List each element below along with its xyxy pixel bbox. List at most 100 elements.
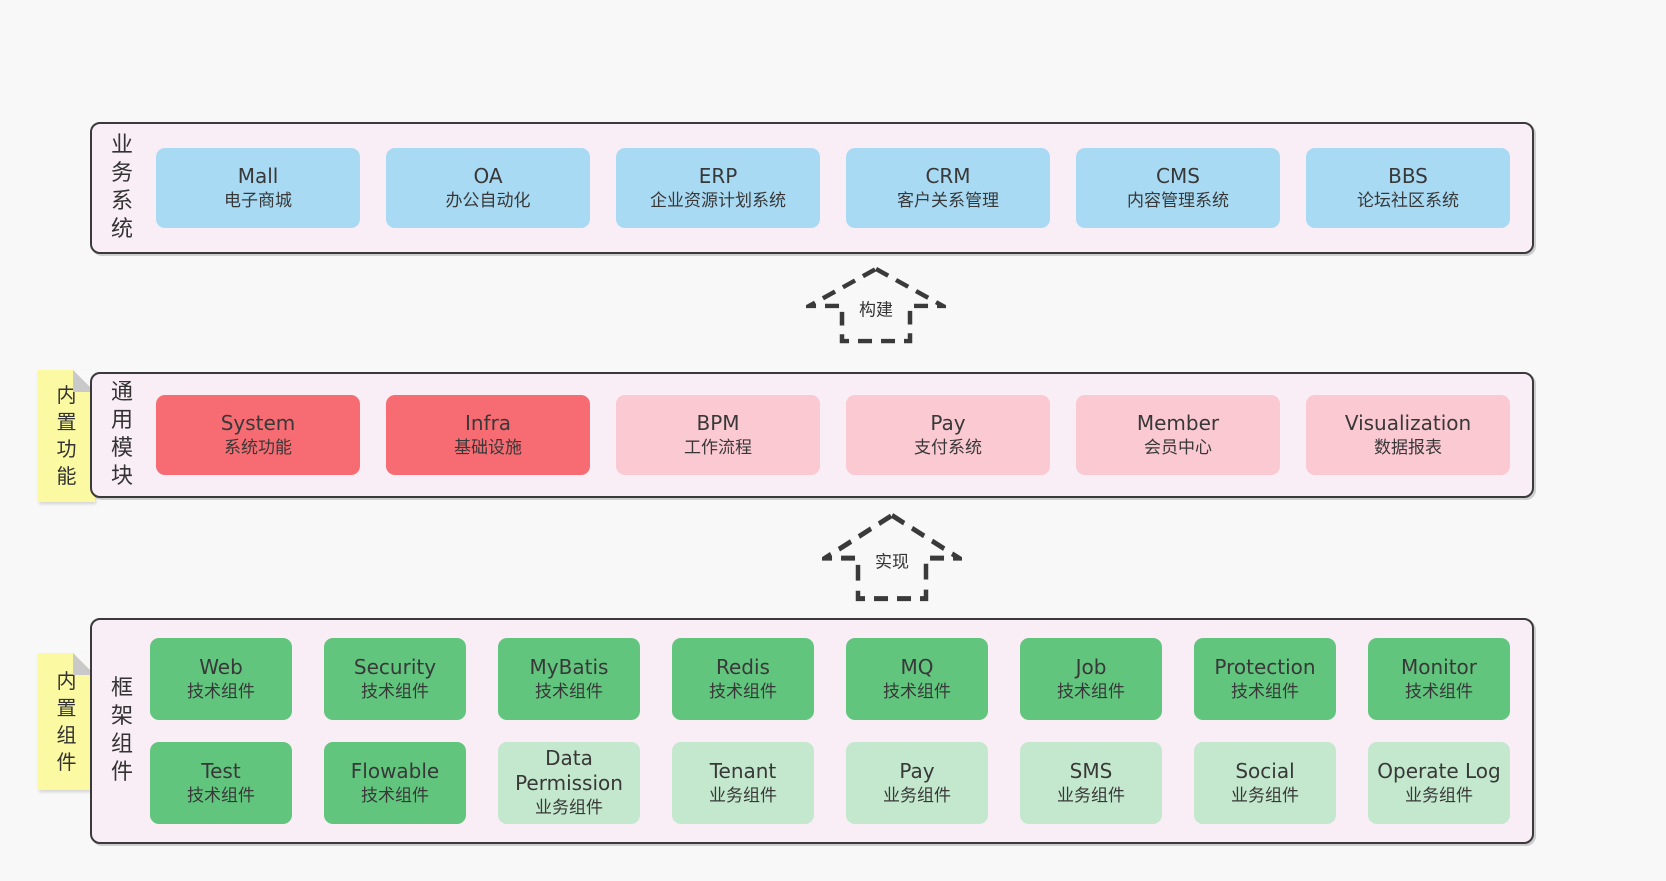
module-name: Test [201, 758, 241, 783]
module-desc: 业务组件 [883, 785, 951, 806]
module-name: Monitor [1400, 654, 1478, 679]
module-desc: 数据报表 [1374, 437, 1442, 458]
module-desc: 技术组件 [187, 785, 255, 806]
module-name: Flowable [350, 758, 440, 783]
module-name: Operate Log [1377, 758, 1501, 783]
module-name: OA [473, 163, 503, 188]
build-arrow: 构建 [806, 266, 946, 344]
module-desc: 技术组件 [187, 681, 255, 702]
module-desc: 技术组件 [883, 681, 951, 702]
module-desc: 论坛社区系统 [1357, 190, 1459, 211]
module-name: Member [1136, 410, 1220, 435]
module-name: CMS [1156, 163, 1200, 188]
module-desc: 内容管理系统 [1127, 190, 1229, 211]
section-label-business-systems: 业务系统 [110, 133, 133, 242]
module-name: System [220, 410, 296, 435]
module-name: Visualization [1344, 410, 1472, 435]
module-desc: 企业资源计划系统 [650, 190, 786, 211]
module-name: ERP [698, 163, 738, 188]
module-desc: 技术组件 [361, 785, 429, 806]
module-desc: 工作流程 [684, 437, 752, 458]
sticky-note-builtin-features: 内置功能 [38, 370, 95, 502]
module-name: MyBatis [529, 654, 609, 679]
section-label-common-modules: 通用模块 [110, 380, 133, 489]
module-desc: 技术组件 [1231, 681, 1299, 702]
module-name: Job [1075, 654, 1107, 679]
module-desc: 电子商城 [224, 190, 292, 211]
module-desc: 办公自动化 [445, 190, 531, 211]
module-name: BBS [1388, 163, 1428, 188]
module-desc: 业务组件 [1405, 785, 1473, 806]
module-name: CRM [925, 163, 971, 188]
module-desc: 业务组件 [709, 785, 777, 806]
implement-arrow: 实现 [822, 512, 962, 602]
module-desc: 业务组件 [535, 798, 603, 818]
implement-arrow-label: 实现 [873, 547, 911, 573]
module-desc: 业务组件 [1057, 785, 1125, 806]
module-name: Social [1235, 758, 1295, 783]
module-name: MQ [900, 654, 934, 679]
module-desc: 技术组件 [709, 681, 777, 702]
module-desc: 会员中心 [1144, 437, 1212, 458]
module-name: Mall [237, 163, 279, 188]
section-label-framework-components: 框架组件 [110, 676, 133, 785]
module-desc: 客户关系管理 [897, 190, 999, 211]
up-arrow-icon [822, 512, 962, 602]
module-name: SMS [1069, 758, 1113, 783]
module-desc: 技术组件 [361, 681, 429, 702]
module-name: Web [199, 654, 243, 679]
build-arrow-label: 构建 [857, 295, 895, 321]
module-name: Tenant [709, 758, 777, 783]
module-desc: 业务组件 [1231, 785, 1299, 806]
module-desc: 支付系统 [914, 437, 982, 458]
module-desc: 技术组件 [535, 681, 603, 702]
up-arrow-icon [806, 266, 946, 344]
sticky-note-builtin-components: 内置组件 [38, 653, 95, 790]
module-desc: 系统功能 [224, 437, 292, 458]
module-name: Infra [464, 410, 512, 435]
module-name: BPM [696, 410, 740, 435]
module-name: Pay [930, 410, 966, 435]
module-desc: 技术组件 [1405, 681, 1473, 702]
sticky-note-builtin-components-label: 内置组件 [56, 668, 77, 774]
module-name: Redis [716, 654, 770, 679]
module-desc: 技术组件 [1057, 681, 1125, 702]
module-name: Pay [899, 758, 935, 783]
module-name: Security [353, 654, 437, 679]
